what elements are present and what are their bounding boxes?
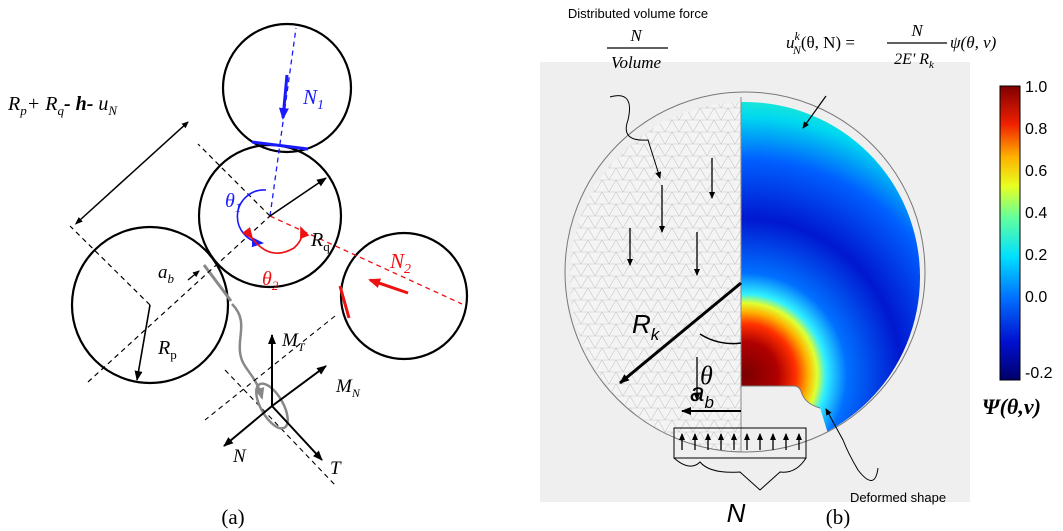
force-title: Distributed volume force (568, 6, 708, 21)
colorbar-tick-label: 0.6 (1025, 163, 1047, 180)
force-denominator: Volume (611, 53, 662, 72)
contact-patch-2 (338, 285, 351, 319)
rq-radius-arrow (269, 177, 327, 217)
force-arrows (679, 433, 802, 450)
colorbar-ticks: 1.0 0.8 0.6 0.4 0.2 0.0 -0.2 (1025, 79, 1053, 382)
distance-label: Rp+ Rq- h- uN (7, 93, 118, 118)
center-line-pq (87, 215, 271, 383)
contact-patch-1 (251, 140, 309, 151)
theta2-arc (241, 226, 310, 254)
mn-arrow (271, 365, 327, 407)
n2-axis (269, 215, 463, 305)
force-numerator: N (629, 26, 643, 45)
force-brace (673, 457, 807, 491)
undeformed-outline (564, 91, 926, 453)
theta-label: θ (700, 361, 713, 390)
n2-label: N2 (389, 249, 411, 277)
t-arrow (271, 405, 323, 461)
contour-half (741, 102, 920, 452)
theta1-arc (236, 189, 267, 248)
colorbar-title: Ψ(θ,ν) (982, 394, 1041, 419)
caption-a: (a) (221, 505, 244, 529)
caption-b: (b) (826, 505, 851, 529)
t-label: T (330, 458, 342, 479)
deformed-shape-label: Deformed shape (850, 490, 946, 505)
colorbar-tick-label: 0.0 (1025, 289, 1047, 306)
rk-label: Rk (632, 309, 661, 344)
rp-radius-arrow (134, 304, 151, 381)
formula-numerator: N (910, 21, 924, 40)
colorbar-tick-label: 0.4 (1025, 205, 1047, 222)
rp-label: Rp (157, 337, 177, 362)
ab-label: ab (158, 262, 175, 286)
n1-axis (269, 27, 297, 217)
deformed-callout-arrow (825, 408, 879, 481)
ab-label-b: ab (690, 377, 714, 412)
force-box (673, 427, 807, 459)
colorbar (999, 85, 1021, 381)
contact-patch-p (202, 264, 233, 302)
n1-label: N1 (302, 85, 324, 113)
ab-arrow (187, 270, 200, 281)
colorbar-tick-label: 0.2 (1025, 247, 1047, 264)
formula-denominator: 2E' Rk (894, 51, 935, 71)
formula-callout-arrow (802, 95, 827, 129)
mn-label: MN (335, 376, 361, 400)
n2-arrow (368, 278, 409, 295)
n-arrow (223, 405, 273, 447)
triad-tangent-axis (204, 315, 336, 421)
rk-radius-arrow (619, 281, 742, 385)
n-force-label: N (727, 498, 746, 528)
colorbar-tick-label: 0.8 (1025, 121, 1047, 138)
rq-label: Rq (310, 229, 330, 254)
lower-particle-p (70, 225, 230, 385)
contact-ellipse (255, 382, 289, 430)
theta1-label: θ1 (225, 190, 241, 215)
n-label: N (232, 446, 247, 467)
right-particle (339, 231, 469, 361)
n1-arrow (278, 74, 289, 120)
colorbar-tick-label: -0.2 (1025, 365, 1053, 382)
theta2-label: θ2 (262, 268, 279, 293)
theta-arc (699, 333, 742, 345)
deformed-cutout (741, 386, 830, 453)
detail-callout-arrow (231, 303, 265, 400)
extension-line-1 (69, 225, 151, 306)
mt-label: MT (281, 330, 306, 354)
volume-force-arrows (627, 158, 715, 401)
panel-a: Rp+ Rq- h- uN N1 N2 θ1 θ2 Rq Rp ab MT MN… (7, 22, 469, 529)
colorbar-tick-label: 1.0 (1025, 79, 1047, 96)
formula-rhs: ψ(θ, ν) (950, 33, 997, 52)
distance-dimension-arrow (74, 121, 189, 225)
extension-line-2 (197, 143, 271, 217)
force-callout-arrow (609, 95, 662, 179)
top-particle (221, 22, 353, 154)
